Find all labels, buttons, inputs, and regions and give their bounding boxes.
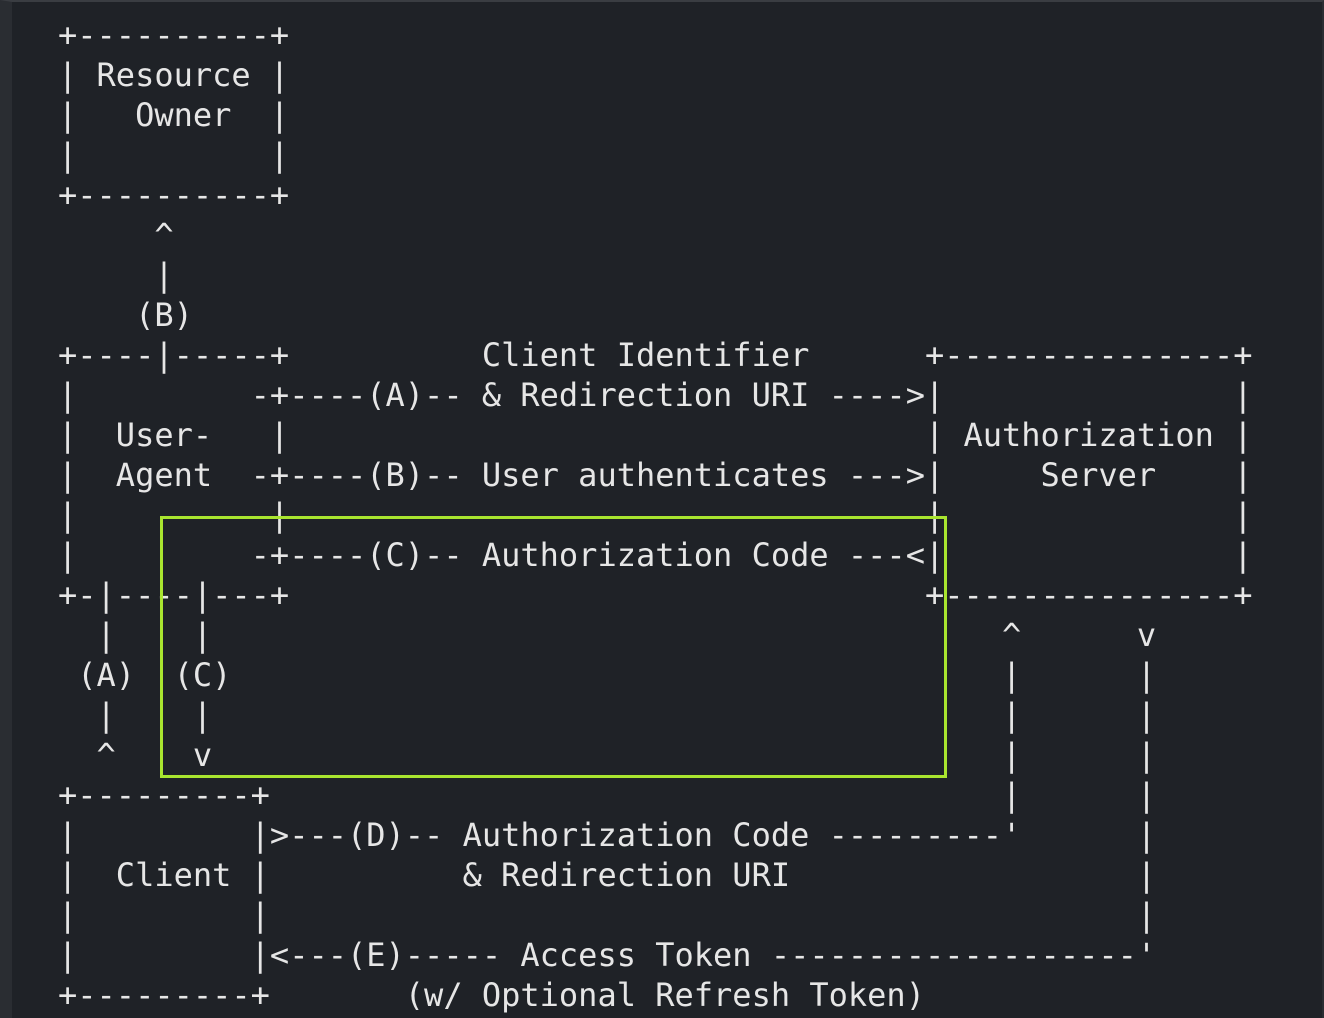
vertical-connectors-2: | | | | xyxy=(58,696,1157,734)
flow-step-a-line: | -+----(A)-- & Redirection URI ---->| | xyxy=(58,376,1253,414)
flow-step-d-line: | |>---(D)-- Authorization Code --------… xyxy=(58,816,1157,854)
flow-step-e-line: | |<---(E)----- Access Token -----------… xyxy=(58,936,1157,974)
user-agent-and-auth-server-top: +----|-----+ Client Identifier +--------… xyxy=(58,336,1253,374)
resource-owner-label-line-1: | Resource | xyxy=(58,56,290,94)
client-box-side: | | | xyxy=(58,896,1157,934)
client-label-line: | Client | & Redirection URI | xyxy=(58,856,1157,894)
step-b-arrow-shaft: | xyxy=(58,256,174,294)
resource-owner-box-side: | | xyxy=(58,136,290,174)
client-box-bottom-and-refresh-token-note: +---------+ (w/ Optional Refresh Token) xyxy=(58,976,925,1014)
client-box-top: +---------+ | | xyxy=(58,776,1157,814)
vertical-connectors-1: | | ^ v xyxy=(58,616,1157,654)
user-agent-and-auth-server-bottom: +-|----|---+ +---------------+ xyxy=(58,576,1253,614)
resource-owner-box-top: +----------+ xyxy=(58,16,290,54)
flow-step-c-line: | -+----(C)-- Authorization Code ---<| | xyxy=(58,536,1253,574)
user-agent-label-line-1: | User- | | Authorization | xyxy=(58,416,1253,454)
step-b-label: (B) xyxy=(58,296,193,334)
step-a-c-labels: (A) (C) | | xyxy=(58,656,1157,694)
user-agent-box-side: | | | | xyxy=(58,496,1253,534)
flow-step-b-line: | Agent -+----(B)-- User authenticates -… xyxy=(58,456,1253,494)
vertical-arrow-heads: ^ v | | xyxy=(58,736,1157,774)
resource-owner-box-bottom: +----------+ xyxy=(58,176,290,214)
resource-owner-label-line-2: | Owner | xyxy=(58,96,290,134)
step-b-arrow-head: ^ xyxy=(58,216,174,254)
